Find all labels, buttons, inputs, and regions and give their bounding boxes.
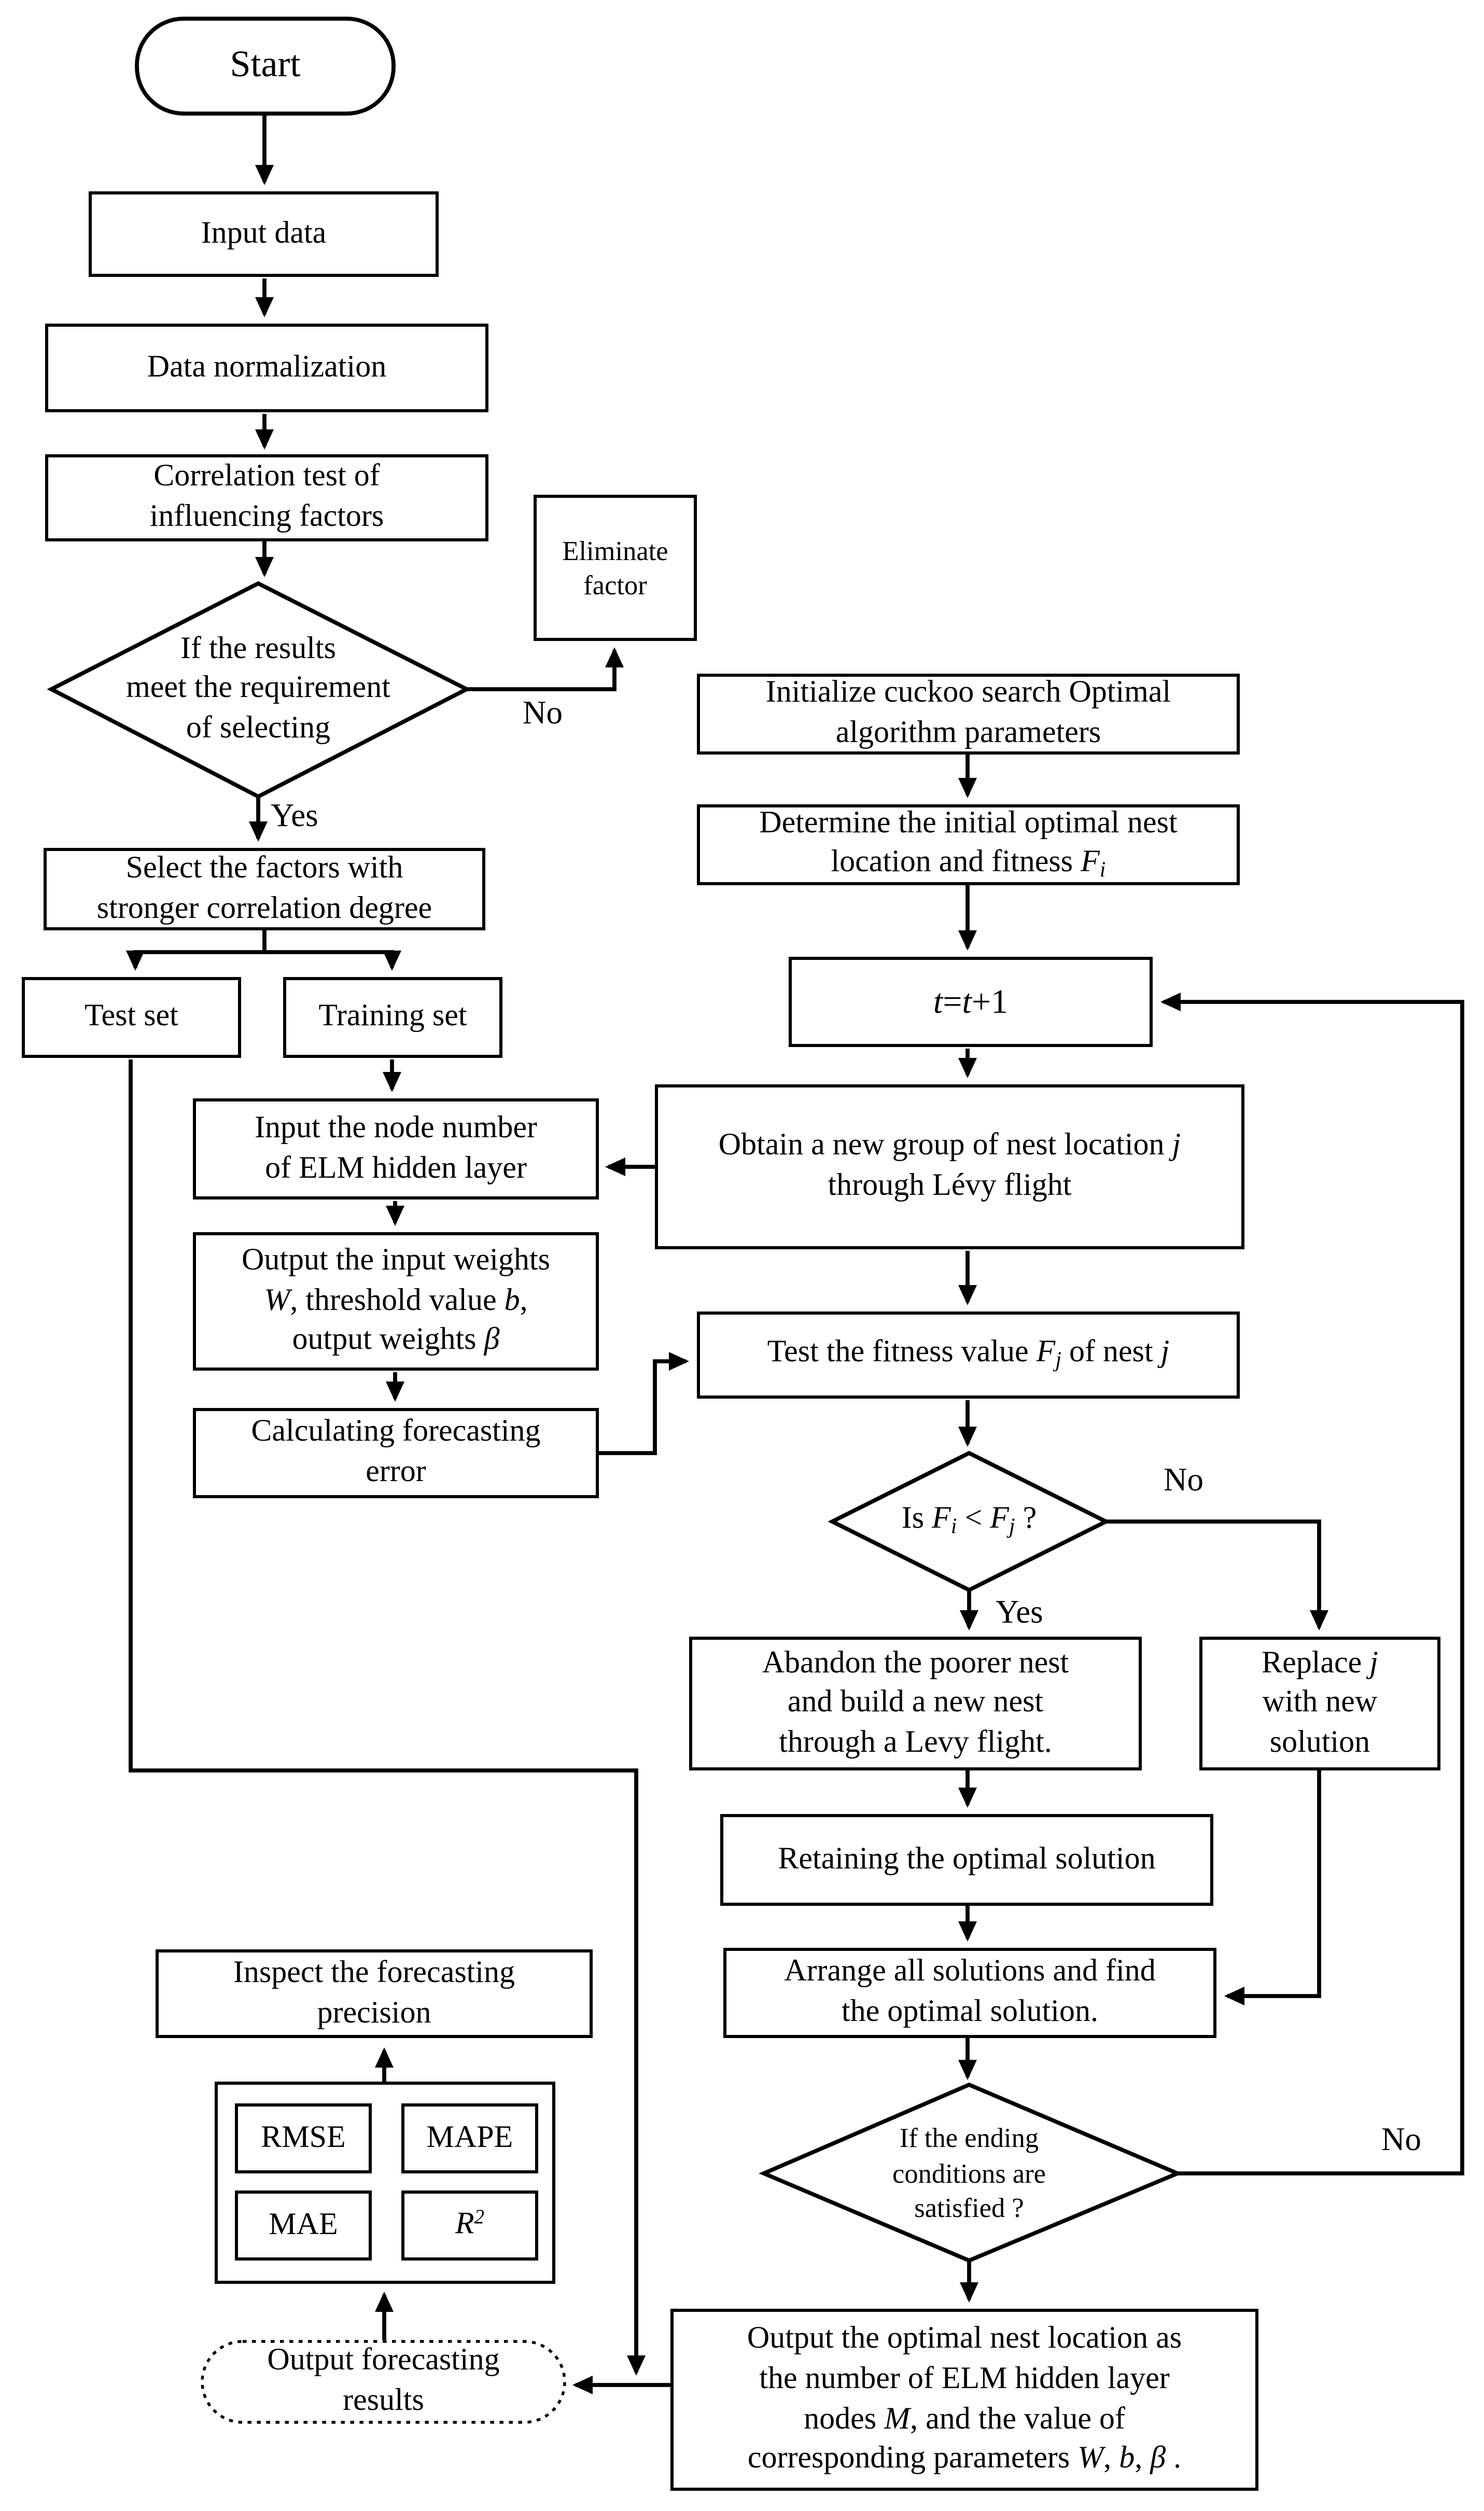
start-terminator-shape (135, 17, 396, 116)
edge-split-left (126, 929, 267, 971)
node-training-set: Training set (283, 977, 502, 1058)
output-results-shape (201, 2340, 566, 2424)
node-decision-fi-fj: Is Fi < Fj ? (901, 1501, 1037, 1540)
node-metric-rmse: RMSE (235, 2103, 372, 2173)
decision-fifj-shape (828, 1450, 1111, 1593)
node-t-increment: t=t+1 (789, 957, 1153, 1047)
edge-label-yes-fifj: Yes (996, 1593, 1043, 1630)
decision-end-shape (759, 2082, 1183, 2263)
edge-label-no-ending: No (1381, 2121, 1422, 2158)
edge-decision-eliminate-no (467, 647, 624, 691)
edge-loop-no (1160, 993, 1464, 2175)
node-test-fitness: Test the fitness value Fj of nest j (697, 1312, 1240, 1399)
decision-select-shape (47, 581, 471, 799)
edge-label-yes-selecting: Yes (271, 797, 318, 834)
edge-split-right (264, 950, 401, 971)
node-retaining-optimal: Retaining the optimal solution (720, 1814, 1213, 1906)
edge-decision-replace-no (1106, 1519, 1328, 1630)
edge-replace-arrange (1224, 1770, 1321, 2005)
node-data-normalization: Data normalization (45, 324, 488, 412)
node-test-set: Test set (22, 977, 241, 1058)
node-metric-mae: MAE (235, 2191, 372, 2261)
edge-calcerror-testfitness (599, 1352, 689, 1455)
edge-testset-results (129, 1059, 646, 2376)
node-input-data: Input data (89, 191, 439, 277)
node-metric-mape: MAPE (401, 2103, 538, 2173)
edge-label-no-selecting: No (523, 694, 563, 731)
node-metric-r-squared: R2 (401, 2191, 538, 2261)
edge-label-no-fifj: No (1164, 1461, 1204, 1498)
node-start: Start (230, 45, 301, 86)
